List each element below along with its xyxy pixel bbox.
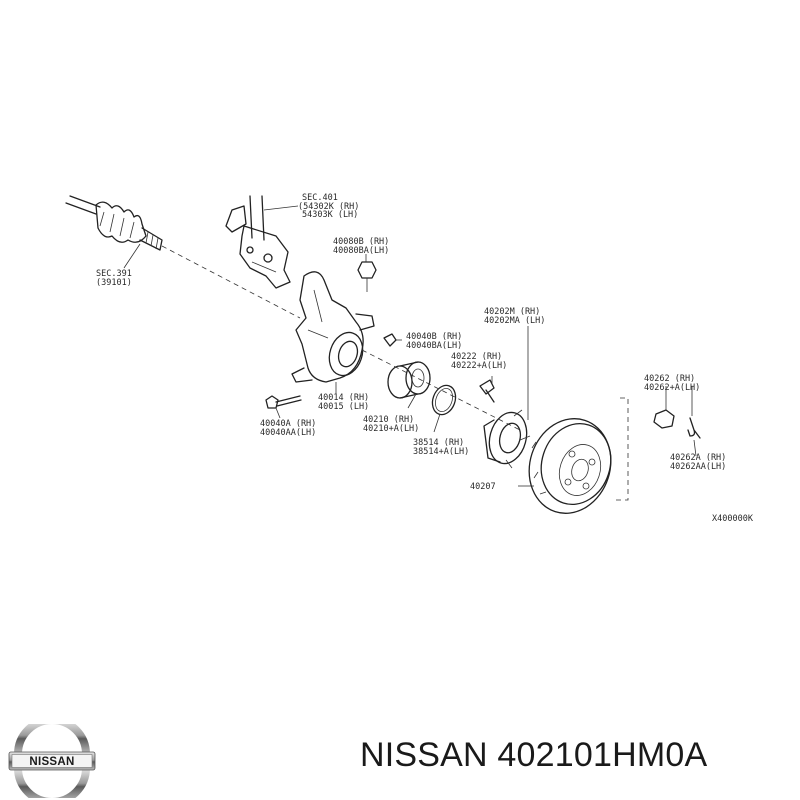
bolt-40040B: [383, 333, 397, 347]
callout-sec401-line1: SEC.401: [302, 193, 338, 203]
wheel-bearing: [387, 361, 431, 399]
callout-40222-line1: 40222 (RH): [451, 352, 502, 362]
brake-disc: [528, 418, 612, 514]
callout-40262A: 40262A (RH) 40262AA(LH): [670, 453, 726, 472]
callout-sec391-line1: SEC.391: [96, 269, 132, 279]
callout-40040A-line1: 40040A (RH): [260, 419, 316, 429]
callout-40202: 40202M (RH) 40202MA (LH): [484, 307, 545, 326]
callout-40080-line2: 40080BA(LH): [333, 246, 389, 256]
callout-40262-line1: 40262 (RH): [644, 374, 695, 384]
callout-38514: 38514 (RH) 38514+A(LH): [413, 438, 469, 457]
strut-bracket: [225, 195, 291, 289]
callout-40222-line2: 40222+A(LH): [451, 361, 507, 371]
callout-40222: 40222 (RH) 40222+A(LH): [451, 352, 507, 371]
callout-40210-line1: 40210 (RH): [363, 415, 414, 425]
callout-40014: 40014 (RH) 40015 (LH): [318, 393, 369, 412]
callout-38514-line2: 38514+A(LH): [413, 447, 469, 457]
steering-knuckle: [291, 271, 375, 383]
callout-38514-line1: 38514 (RH): [413, 438, 464, 448]
callout-40014-line2: 40015 (LH): [318, 402, 369, 412]
callout-40262A-line1: 40262A (RH): [670, 453, 726, 463]
callout-sec391-line2: (39101): [96, 278, 132, 288]
diagram-code: X400000K: [712, 514, 754, 524]
part-number-caption: NISSAN 402101HM0A: [360, 736, 708, 774]
callout-40080: 40080B (RH) 40080BA(LH): [333, 237, 389, 256]
callout-40040B: 40040B (RH) 40040BA(LH): [406, 332, 462, 351]
nut-40080: [357, 261, 377, 292]
callout-40262-line2: 40262+A(LH): [644, 383, 700, 393]
wheel-hub: [479, 379, 531, 469]
callout-40202-line2: 40202MA (LH): [484, 316, 545, 326]
snap-ring: [431, 384, 457, 416]
callout-sec391: SEC.391 (39101): [96, 269, 132, 288]
callout-sec401: SEC.401 (54302K (RH) 54303K (LH): [298, 193, 359, 220]
callout-40014-line1: 40014 (RH): [318, 393, 369, 403]
bolt-40040A: [265, 395, 302, 409]
callout-40210-line2: 40210+A(LH): [363, 424, 419, 434]
callout-40202-line1: 40202M (RH): [484, 307, 540, 317]
callout-40080-line1: 40080B (RH): [333, 237, 389, 247]
callout-40040A-line2: 40040AA(LH): [260, 428, 316, 438]
cotter-clip: [687, 417, 701, 439]
nissan-logo: NISSAN: [8, 724, 96, 798]
callout-40040B-line1: 40040B (RH): [406, 332, 462, 342]
callout-40262: 40262 (RH) 40262+A(LH): [644, 374, 700, 393]
nissan-logo-text: NISSAN: [29, 756, 74, 768]
callout-sec401-line2: (54302K (RH): [298, 202, 359, 212]
callout-40040A: 40040A (RH) 40040AA(LH): [260, 419, 316, 438]
callout-40207: 40207: [470, 482, 496, 492]
lug-nut: [653, 409, 675, 429]
callout-40262A-line2: 40262AA(LH): [670, 462, 726, 472]
callout-sec401-line3: 54303K (LH): [302, 210, 358, 220]
drive-shaft: [65, 195, 163, 251]
callout-40210: 40210 (RH) 40210+A(LH): [363, 415, 419, 434]
callout-40040B-line2: 40040BA(LH): [406, 341, 462, 351]
